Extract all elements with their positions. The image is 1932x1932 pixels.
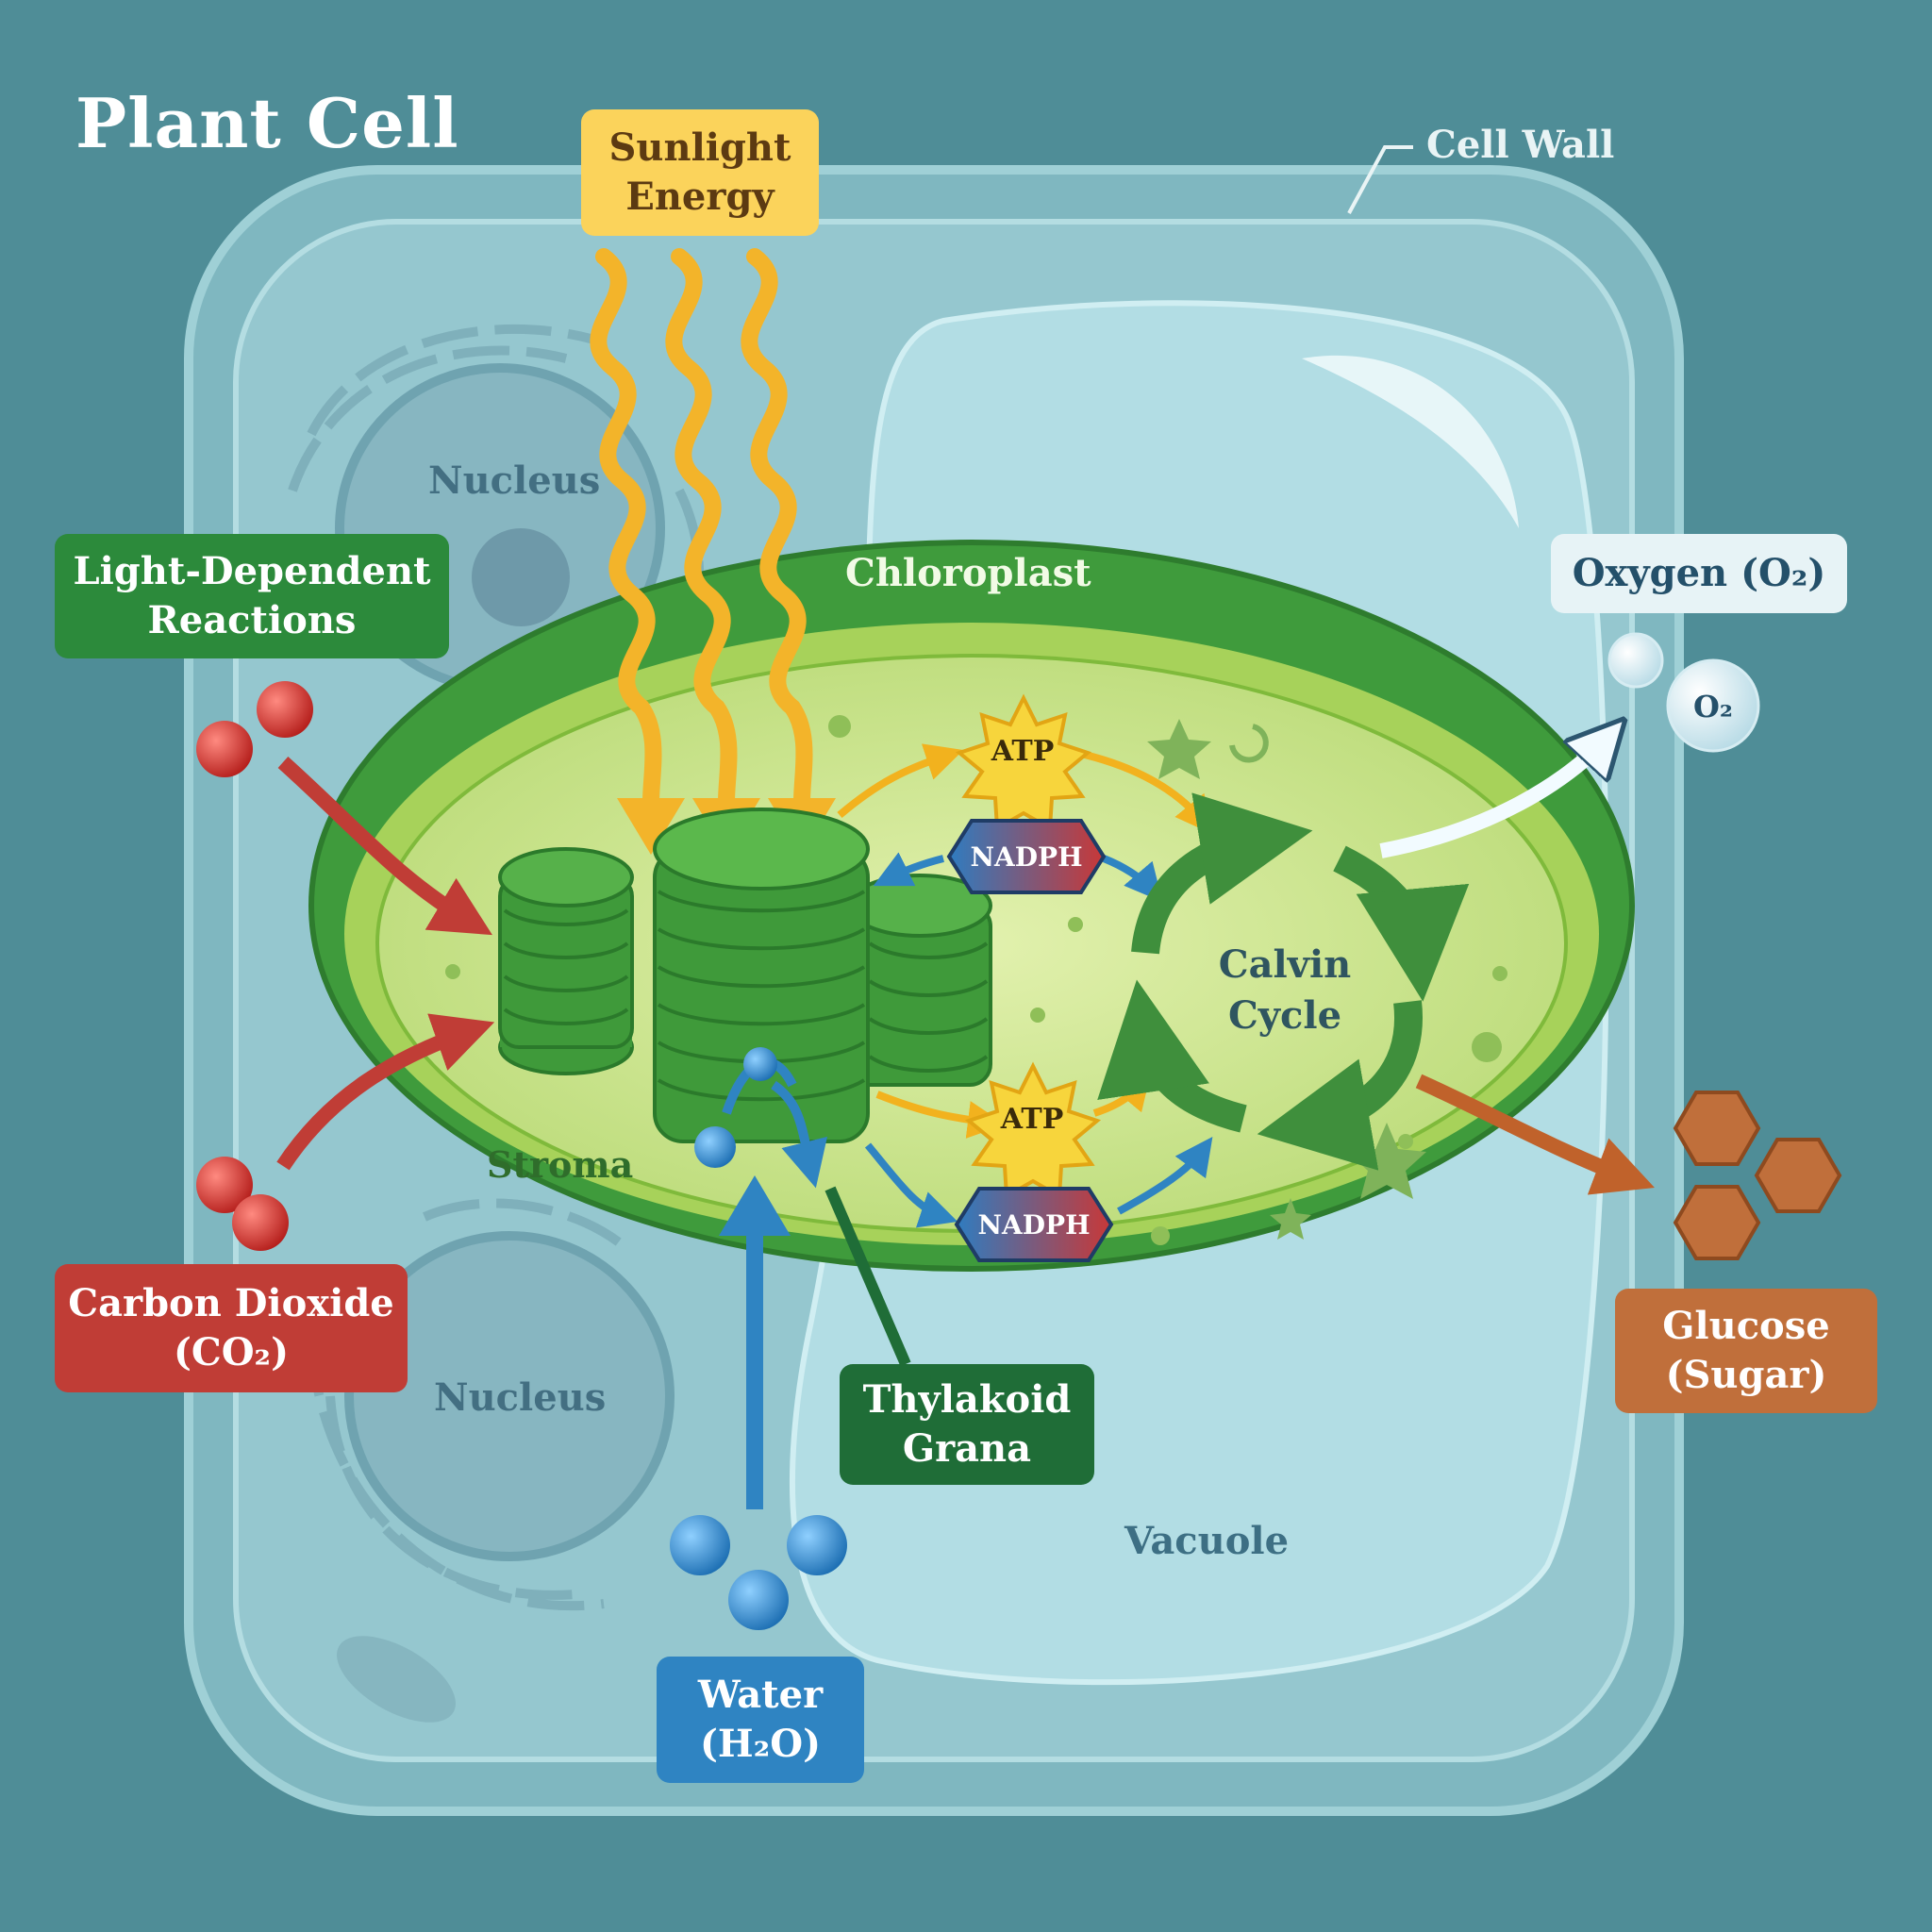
water-splitting <box>694 1047 827 1189</box>
nucleolus-top <box>472 528 570 626</box>
sunlight-rays <box>590 248 813 810</box>
light-dep-line1: Light-Dependent <box>73 549 431 593</box>
arrow-nadph-top-right <box>1102 855 1163 903</box>
sparkle-stars <box>1147 719 1426 1240</box>
oxygen-bubble-small <box>1607 632 1664 689</box>
arrow-nadph-top-left <box>873 852 944 887</box>
water-label: Water (H₂O) <box>657 1657 864 1783</box>
nucleus-bottom <box>344 1231 675 1561</box>
sunlight-line1: Sunlight <box>608 125 791 170</box>
page-title: Plant Cell <box>75 83 459 163</box>
vacuole-label: Vacuole <box>1124 1519 1290 1563</box>
light-dep-line2: Reactions <box>147 598 357 642</box>
glucose-line1: Glucose <box>1662 1304 1830 1348</box>
co2-molecules-bottom <box>196 1157 289 1251</box>
nadph-badge-top <box>946 819 1107 894</box>
thylakoid-pointer <box>824 1186 911 1367</box>
granum-center <box>653 808 870 1143</box>
oxygen-label: Oxygen (O₂) <box>1551 534 1847 613</box>
thylakoid-line2: Grana <box>902 1426 1032 1471</box>
nadph-label-top: NADPH <box>970 841 1082 873</box>
granum-left <box>498 847 634 1075</box>
thylakoid-line1: Thylakoid <box>862 1377 1072 1422</box>
chloroplast-label: Chloroplast <box>845 551 1091 595</box>
nadph-badge-bottom <box>954 1187 1114 1262</box>
glucose-hexagons <box>1673 1091 1842 1260</box>
organelle-small <box>337 1636 456 1723</box>
arrow-nadph-bottom-to-calvin <box>1117 1137 1213 1215</box>
co2-line2: (CO₂) <box>173 1330 290 1374</box>
atp-label-bottom: ATP <box>1000 1103 1064 1136</box>
arrow-to-nadph-bottom <box>864 1142 958 1228</box>
atp-burst-top <box>955 693 1092 832</box>
thylakoid-grana <box>498 808 992 1367</box>
glucose-arrow <box>1415 1074 1655 1195</box>
nadph-label-bottom: NADPH <box>977 1209 1090 1241</box>
atp-burst-bottom <box>964 1061 1102 1200</box>
carbon-dioxide-label: Carbon Dioxide (CO₂) <box>55 1264 408 1392</box>
er-membranes-bottom <box>307 1198 626 1611</box>
oxygen-arrow <box>1379 736 1609 858</box>
calvin-label-line1: Calvin <box>1218 942 1352 987</box>
water-line1: Water <box>697 1673 824 1717</box>
co2-arrow-top <box>277 757 492 936</box>
recycle-glyph <box>1229 724 1269 763</box>
arrow-to-atp-top <box>837 743 964 819</box>
co2-molecules-top <box>196 681 313 777</box>
atp-label-top: ATP <box>991 735 1055 768</box>
co2-line1: Carbon Dioxide <box>68 1281 394 1325</box>
nucleus-bottom-label: Nucleus <box>434 1375 607 1420</box>
sunlight-line2: Energy <box>625 175 774 219</box>
oxygen-bubble-large <box>1666 658 1760 753</box>
glucose-line2: (Sugar) <box>1665 1353 1827 1397</box>
cell-wall-label: Cell Wall <box>1426 123 1615 167</box>
nucleus-top-label: Nucleus <box>428 458 601 503</box>
water-molecules <box>670 1515 847 1630</box>
glucose-label: Glucose (Sugar) <box>1615 1289 1877 1413</box>
o2-bubble-label: O₂ <box>1693 689 1733 724</box>
granum-disc-lines <box>503 890 989 1102</box>
co2-arrow-bottom <box>276 1013 495 1171</box>
water-arrowhead <box>719 1175 791 1236</box>
cell-wall-pointer <box>1347 145 1413 214</box>
calvin-cycle-label: Calvin Cycle <box>1191 940 1379 1041</box>
calvin-cycle-arrows <box>1097 792 1470 1171</box>
granum-right <box>847 874 992 1087</box>
calvin-label-line2: Cycle <box>1227 993 1342 1038</box>
water-line2: (H₂O) <box>699 1722 821 1766</box>
vacuole-highlight <box>1302 355 1519 528</box>
stroma-label: Stroma <box>487 1143 634 1186</box>
